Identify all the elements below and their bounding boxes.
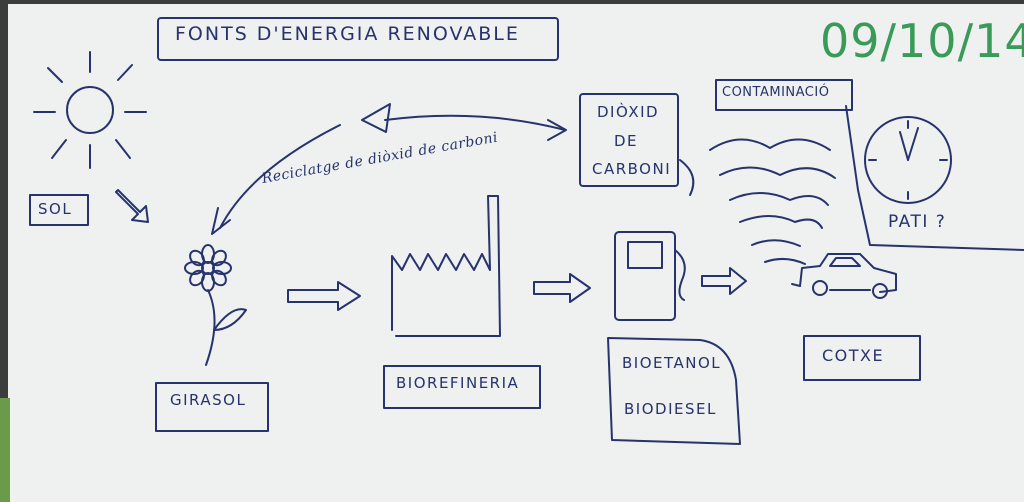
recycle-arrowhead-left bbox=[211, 207, 231, 235]
factory-icon bbox=[391, 195, 501, 337]
label-dioxid-line1: DIÒXID bbox=[597, 103, 660, 121]
arrow-icon bbox=[115, 189, 149, 223]
label-dioxid-line2: DE bbox=[614, 132, 639, 150]
label-girasol: GIRASOL bbox=[170, 391, 247, 409]
label-pati: PATI ? bbox=[888, 212, 947, 232]
label-contaminacio: CONTAMINACIÓ bbox=[722, 85, 830, 100]
smoke-icon bbox=[679, 138, 836, 265]
arrow-icon bbox=[701, 267, 747, 295]
label-sol: SOL bbox=[38, 200, 73, 218]
label-biodiesel: BIODIESEL bbox=[624, 400, 717, 418]
arrow-icon bbox=[287, 281, 361, 311]
car-icon bbox=[791, 253, 897, 299]
clock-icon bbox=[864, 116, 952, 204]
contaminacio-box bbox=[715, 79, 853, 111]
board-edge-green bbox=[0, 398, 10, 502]
label-cotxe: COTXE bbox=[822, 346, 885, 365]
biorefineria-box bbox=[383, 365, 541, 409]
girasol-box bbox=[155, 382, 269, 432]
biofuel-box bbox=[607, 337, 741, 445]
label-bioetanol: BIOETANOL bbox=[622, 354, 722, 372]
board-date: 09/10/14 bbox=[820, 14, 1024, 68]
board-surface bbox=[8, 4, 1024, 502]
sol-box bbox=[29, 194, 89, 226]
cotxe-box bbox=[803, 335, 921, 381]
recycle-arc-left bbox=[219, 124, 341, 229]
fuel-pump-icon bbox=[614, 231, 686, 321]
title-box bbox=[157, 17, 559, 61]
board-title: FONTS D'ENERGIA RENOVABLE bbox=[175, 23, 520, 45]
recycle-arc-right bbox=[384, 114, 566, 131]
dioxid-box bbox=[579, 93, 679, 187]
recycle-arrowhead-mid bbox=[361, 103, 391, 133]
label-biorefineria: BIOREFINERIA bbox=[396, 374, 520, 392]
flower-icon bbox=[184, 244, 247, 366]
pati-border bbox=[845, 105, 1024, 251]
label-dioxid-line3: CARBONI bbox=[592, 160, 672, 178]
recycle-arrowhead-right bbox=[547, 119, 567, 141]
sun-icon bbox=[33, 51, 147, 169]
arrow-icon bbox=[533, 273, 591, 303]
